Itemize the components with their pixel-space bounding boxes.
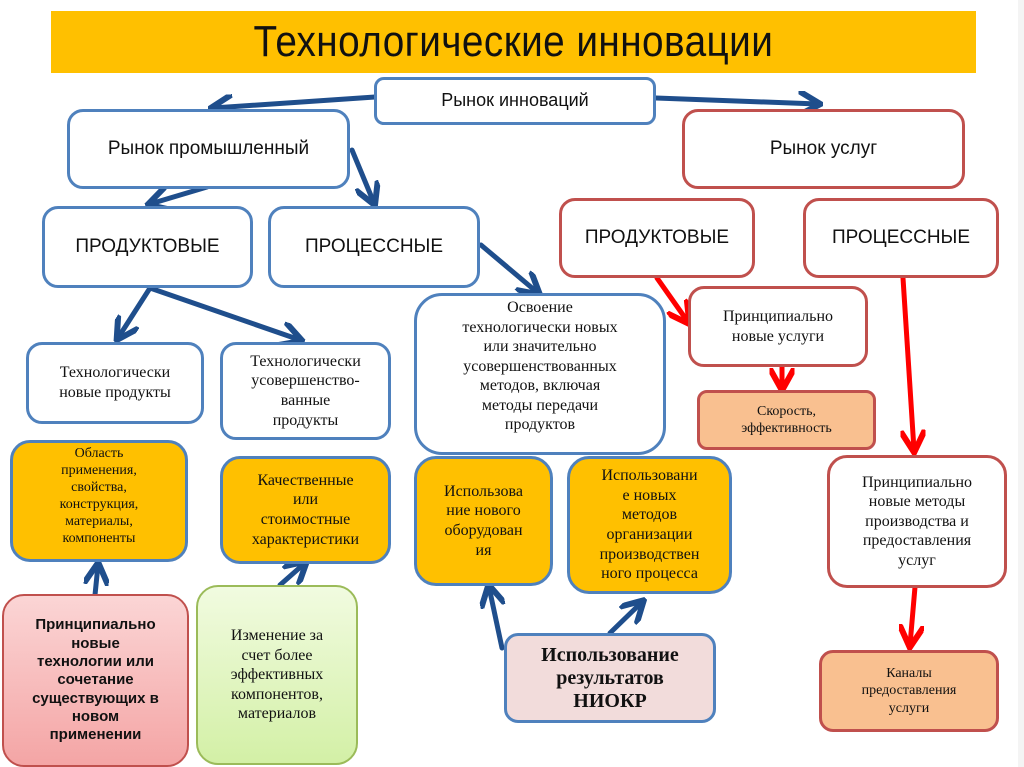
node-industrial-product: ПРОДУКТОВЫЕ — [42, 206, 253, 288]
arrow-product-to-new-products — [118, 285, 153, 338]
arrow-process-to-mastering — [478, 242, 538, 293]
node-efficient-components: Изменение за счет более эффективных комп… — [196, 585, 358, 765]
node-root-market: Рынок инноваций — [374, 77, 656, 125]
arrow-newtech-to-application — [95, 565, 98, 598]
node-quality-cost: Качественные или стоимостные характерист… — [220, 456, 391, 564]
arrow-efficient-to-quality — [277, 563, 305, 588]
arrow-root-to-industrial — [213, 97, 378, 108]
arrow-industrial-to-product — [150, 184, 210, 204]
node-tech-improved-products: Технологически усовершенство- ванные про… — [220, 342, 391, 440]
arrow-services-process-to-methods — [903, 275, 914, 450]
node-services-process: ПРОЦЕССНЫЕ — [803, 198, 999, 278]
arrow-product-to-improved-products — [147, 285, 300, 340]
node-speed-efficiency: Скорость, эффективность — [697, 390, 876, 450]
node-application-area: Область применения, свойства, конструкци… — [10, 440, 188, 562]
node-process-mastering: Освоение технологически новых или значит… — [414, 293, 666, 455]
node-new-equipment: Использова ние нового оборудован ия — [414, 456, 553, 586]
arrow-root-to-services — [653, 98, 818, 104]
node-rnd-results: Использование результатов НИОКР — [504, 633, 716, 723]
node-tech-new-products: Технологически новые продукты — [26, 342, 204, 424]
node-services-market: Рынок услуг — [682, 109, 965, 189]
slide-edge — [1018, 0, 1024, 767]
arrow-industrial-to-process — [349, 147, 374, 203]
node-new-services: Принципиально новые услуги — [688, 286, 868, 367]
arrow-rnd-to-equipment — [489, 587, 502, 651]
node-service-channels: Каналы предоставления услуги — [819, 650, 999, 732]
node-services-product: ПРОДУКТОВЫЕ — [559, 198, 755, 278]
node-industrial-market: Рынок промышленный — [67, 109, 350, 189]
arrow-methods-to-channels — [910, 584, 915, 645]
node-new-org-methods: Использовани е новых методов организации… — [567, 456, 732, 594]
node-industrial-process: ПРОЦЕССНЫЕ — [268, 206, 480, 288]
page-title: Технологические инновации — [253, 17, 774, 66]
node-new-service-methods: Принципиально новые методы производства … — [827, 455, 1007, 588]
title-bar: Технологические инновации — [51, 11, 976, 73]
node-new-technologies: Принципиально новые технологии или сочет… — [2, 594, 189, 767]
arrow-rnd-to-orgmethods — [607, 602, 642, 636]
